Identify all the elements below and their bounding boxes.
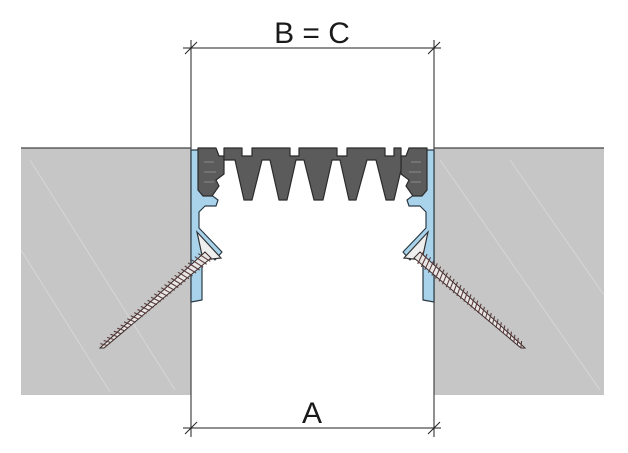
screw-thread — [154, 293, 165, 300]
screw-thread — [477, 303, 482, 314]
screw-thread — [466, 294, 472, 305]
left-concrete-slab — [20, 147, 192, 395]
screw-thread — [117, 327, 126, 332]
screw-thread — [495, 319, 499, 328]
left-screw-threads — [100, 253, 211, 346]
screw-thread — [509, 331, 513, 340]
bottom-dimension: A — [183, 395, 441, 437]
screw-thread — [434, 266, 442, 279]
right-screw-threads — [417, 250, 523, 349]
screw-thread — [194, 256, 208, 265]
screw-thread — [184, 265, 197, 274]
screw-thread — [127, 318, 136, 323]
screw-thread — [181, 268, 193, 277]
screw-thread — [420, 253, 428, 268]
screw-thread — [174, 274, 186, 283]
screw-thread — [488, 312, 492, 323]
screw-thread — [463, 291, 469, 302]
screw-thread — [167, 281, 179, 288]
screw-thread — [431, 263, 438, 276]
screw-thread — [499, 322, 502, 331]
screw-thread — [157, 290, 168, 297]
screw-thread — [502, 325, 506, 334]
screw-thread — [137, 308, 147, 315]
screw-thread — [470, 297, 475, 308]
screw-thread — [130, 315, 140, 320]
right-concrete-slab — [433, 147, 605, 395]
screw-thread — [103, 339, 111, 344]
screw-thread — [427, 260, 435, 273]
screw-thread — [147, 299, 158, 306]
screw-thread — [150, 296, 161, 303]
screw-thread — [456, 284, 462, 297]
screw-thread — [513, 334, 516, 343]
rubber-seal-insert — [197, 147, 428, 201]
screw-thread — [120, 324, 129, 329]
screw-thread — [191, 259, 204, 268]
screw-thread — [417, 250, 425, 265]
anchor-screw-icon — [402, 229, 527, 349]
screw-thread — [481, 306, 486, 317]
screw-thread — [106, 336, 115, 341]
screw-thread — [506, 328, 509, 337]
screw-thread — [170, 277, 183, 286]
screw-thread — [474, 300, 479, 311]
screw-thread — [110, 333, 118, 338]
screw-thread — [442, 272, 448, 285]
screw-thread — [100, 343, 108, 346]
screw-thread — [520, 340, 523, 349]
screw-thread — [187, 262, 200, 271]
screw-thread — [123, 321, 133, 326]
dimension-label-top: B = C — [274, 17, 350, 50]
screw-thread — [160, 287, 172, 294]
screw-thread — [140, 305, 151, 312]
screw-thread — [197, 253, 211, 262]
screw-thread — [438, 269, 445, 282]
screw-thread — [133, 312, 143, 317]
top-dimension: B = C — [183, 17, 441, 150]
screw-thread — [449, 278, 455, 291]
screw-thread — [452, 281, 459, 294]
screw-thread — [445, 275, 452, 288]
dimension-label-bottom: A — [302, 397, 322, 430]
screw-thread — [164, 284, 175, 291]
screw-thread — [143, 302, 154, 309]
screw-thread — [177, 271, 190, 280]
screw-thread — [491, 316, 496, 325]
screw-thread — [113, 330, 122, 335]
screw-thread — [424, 256, 432, 271]
screw-thread — [484, 309, 489, 320]
screw-thread — [516, 337, 519, 346]
anchor-screw-icon — [98, 229, 223, 349]
screw-thread — [459, 288, 465, 299]
